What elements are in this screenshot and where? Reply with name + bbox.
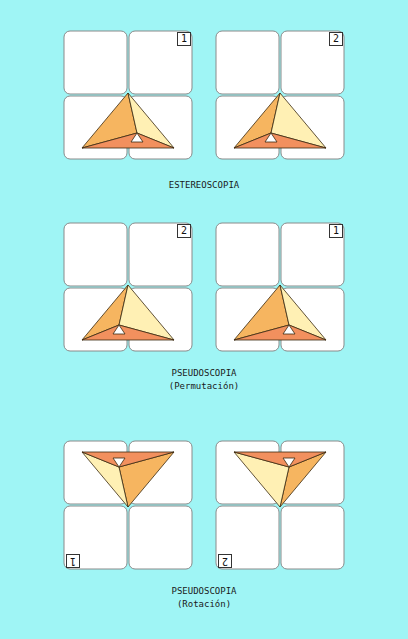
image-number: 1: [70, 555, 76, 567]
image-number-box: 2: [177, 224, 191, 238]
image-number-box: 1: [329, 224, 343, 238]
image-number: 2: [222, 555, 228, 567]
image-number-box: 2: [218, 554, 232, 568]
caption-text: PSEUDOSCOPIA: [171, 586, 236, 597]
caption-text: ESTEREOSCOPIA: [169, 180, 239, 191]
image-number: 2: [181, 225, 187, 237]
image-number: 1: [181, 33, 187, 45]
image-number: 2: [333, 33, 339, 45]
image-number-box: 2: [329, 32, 343, 46]
image-number-box: 1: [177, 32, 191, 46]
caption-text: (Permutación): [169, 381, 239, 392]
image-number-box: 1: [66, 554, 80, 568]
caption-text: (Rotación): [177, 599, 231, 610]
image-number: 1: [333, 225, 339, 237]
caption-text: PSEUDOSCOPIA: [171, 368, 236, 379]
